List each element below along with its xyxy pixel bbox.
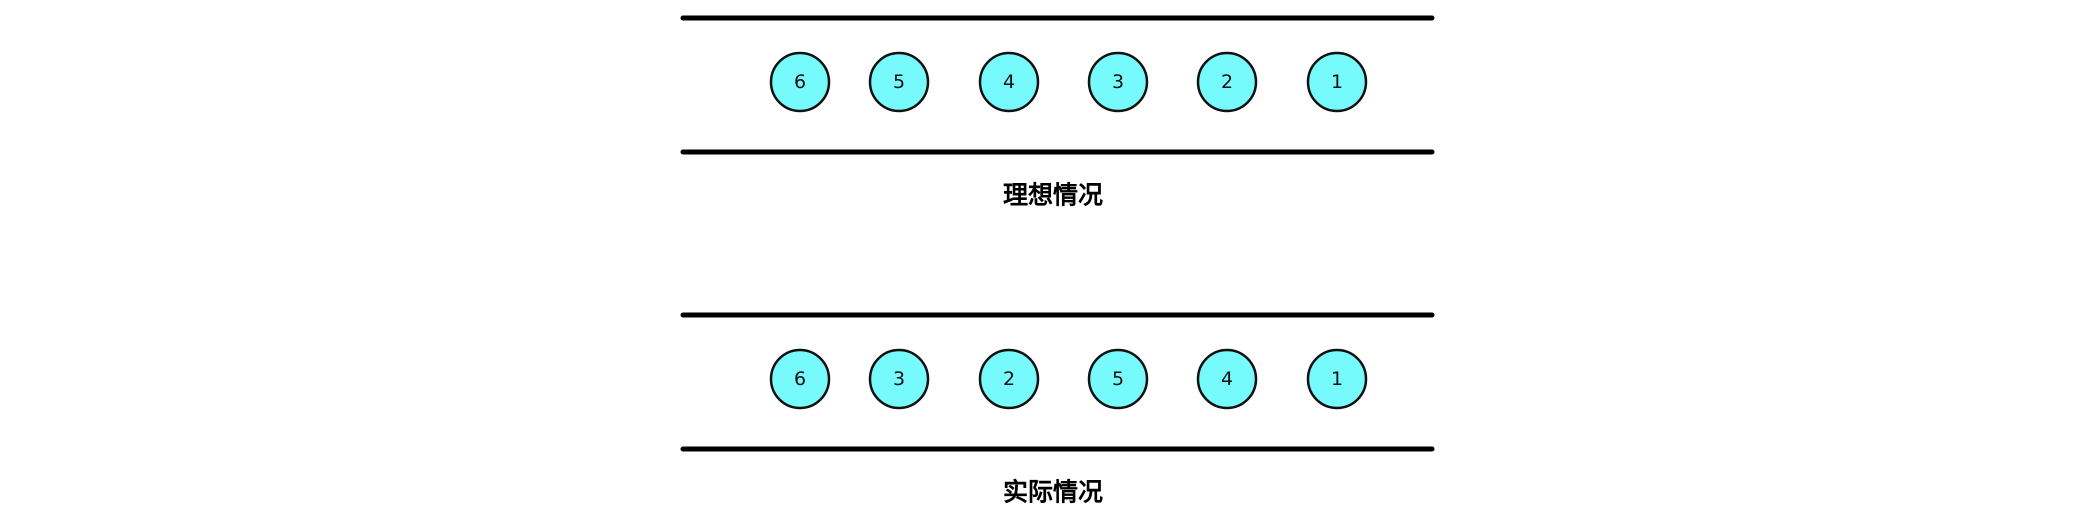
packet-circle (1306, 51, 1368, 113)
packet-label: 1 (1331, 71, 1343, 93)
ideal-packet-5: 2 (1196, 51, 1258, 113)
packet-circle (769, 348, 831, 410)
ideal-case-caption: 理想情况 (1003, 181, 1103, 210)
packet-circle (1196, 348, 1258, 410)
actual-packet-6: 1 (1306, 348, 1368, 410)
packet-label: 6 (794, 368, 806, 390)
packet-label: 2 (1221, 71, 1233, 93)
packet-circle (1306, 348, 1368, 410)
actual-packet-5: 4 (1196, 348, 1258, 410)
actual-packet-3: 2 (978, 348, 1040, 410)
packet-label: 3 (1112, 71, 1124, 93)
packet-label: 5 (1112, 368, 1124, 390)
packet-circle (769, 51, 831, 113)
ideal-case-panel: 6 5 4 3 2 1 理想情况 (680, 15, 1435, 210)
packet-circle (978, 51, 1040, 113)
packet-circle (1087, 348, 1149, 410)
packet-label: 4 (1221, 368, 1233, 390)
ideal-packet-6: 1 (1306, 51, 1368, 113)
packet-circle (868, 51, 930, 113)
actual-packet-1: 6 (769, 348, 831, 410)
ideal-packet-4: 3 (1087, 51, 1149, 113)
packet-label: 1 (1331, 368, 1343, 390)
packet-circle (1196, 51, 1258, 113)
packet-label: 2 (1003, 368, 1015, 390)
packet-label: 3 (893, 368, 905, 390)
packet-label: 5 (893, 71, 905, 93)
ideal-packet-3: 4 (978, 51, 1040, 113)
ideal-packet-2: 5 (868, 51, 930, 113)
packet-circle (978, 348, 1040, 410)
actual-case-panel: 6 3 2 5 4 1 实际情况 (680, 312, 1435, 507)
actual-packet-2: 3 (868, 348, 930, 410)
packet-circle (1087, 51, 1149, 113)
packet-label: 6 (794, 71, 806, 93)
actual-packet-4: 5 (1087, 348, 1149, 410)
ideal-packet-1: 6 (769, 51, 831, 113)
packet-label: 4 (1003, 71, 1015, 93)
packet-circle (868, 348, 930, 410)
actual-case-caption: 实际情况 (1003, 478, 1103, 507)
